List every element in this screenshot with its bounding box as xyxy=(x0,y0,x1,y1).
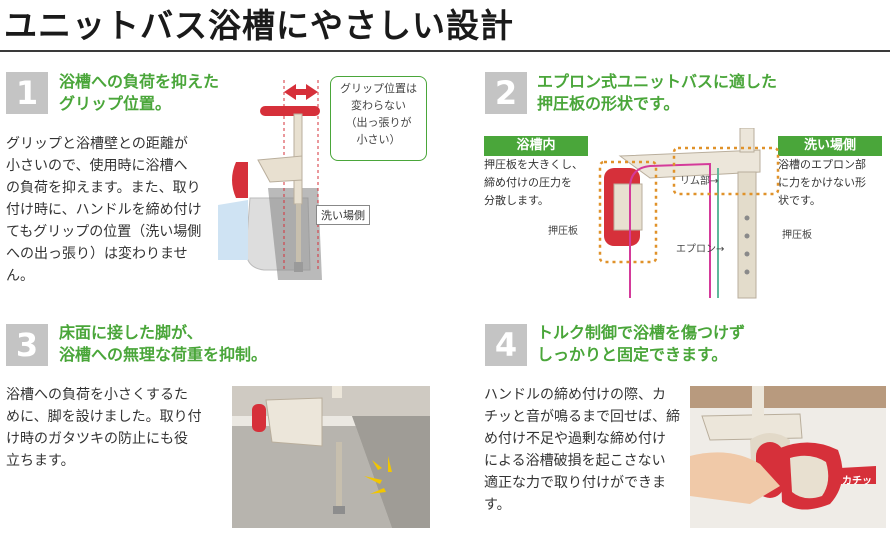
section-2-left-text-line: 分散します。 xyxy=(484,194,549,207)
section-3-body: 浴槽への負荷を小さくするた めに、脚を設けました。取り付 け時のガタツキの防止に… xyxy=(6,384,218,472)
section-1-body-line: 小さいので、使用時に浴槽へ xyxy=(6,158,188,174)
section-1-body-line: 付け時に、ハンドルを締め付け xyxy=(6,202,202,218)
section-4-heading-line2: しっかりと固定できます。 xyxy=(537,345,728,364)
section-2-tub-inside-tag: 浴槽内 xyxy=(484,136,588,156)
section-1-body-line: グリップと浴槽壁との距離が xyxy=(6,136,188,152)
callout-line: （出っ張りが xyxy=(345,116,412,129)
section-1-heading-line2: グリップ位置。 xyxy=(59,94,172,113)
section-2-left-text-line: 締め付けの圧力を xyxy=(484,176,572,189)
section-3-photo xyxy=(232,386,430,528)
page-title: ユニットバス浴槽にやさしい設計 xyxy=(4,6,514,45)
section-1-heading-line1: 浴槽への負荷を抑えた xyxy=(59,72,220,91)
section-2-washing-side-tag: 洗い場側 xyxy=(778,136,882,156)
section-3-body-line: け時のガタツキの防止にも役 xyxy=(6,431,188,447)
section-2-heading-line1: エプロン式ユニットバスに適した xyxy=(537,72,778,91)
section-2-plate-label-right: 押圧板 xyxy=(782,230,812,241)
section-4-body-line: す。 xyxy=(484,497,511,513)
callout-line: 変わらない xyxy=(351,99,406,112)
highlight-box xyxy=(672,146,780,196)
grip-bar xyxy=(260,106,320,116)
section-2-left-text-line: 押圧板を大きくし、 xyxy=(484,158,583,171)
section-1-body-line: への出っ張り）は変わりませ xyxy=(6,246,188,262)
section-4-photo: カチッ xyxy=(690,386,886,528)
section-4-body-line: チッと音が鳴るまで回せば、締 xyxy=(484,409,680,425)
section-1-number: 1 xyxy=(6,72,48,114)
section-1-body: グリップと浴槽壁との距離が 小さいので、使用時に浴槽へ の負荷を抑えます。また、… xyxy=(6,133,214,287)
section-3-number: 3 xyxy=(6,324,48,366)
section-2-right-text-line: に力をかけない形 xyxy=(778,176,866,189)
section-2-apron-label: エプロン→ xyxy=(676,244,725,255)
section-4-heading-line1: トルク制御で浴槽を傷つけず xyxy=(537,323,746,342)
callout-line: 小さい） xyxy=(356,133,401,146)
highlight-box xyxy=(598,160,658,264)
section-2-number: 2 xyxy=(485,72,527,114)
section-3-body-line: 立ちます。 xyxy=(6,453,75,469)
double-arrow-icon xyxy=(284,84,318,100)
section-1-body-line: ん。 xyxy=(6,268,34,284)
section-4-body-line: ハンドルの締め付けの際、カ xyxy=(484,387,666,403)
section-1-body-line: てもグリップの位置（洗い場側 xyxy=(6,224,202,240)
section-2-plate-illustration xyxy=(598,128,780,299)
section-2-right-text: 浴槽のエプロン部 に力をかけない形 状です。 xyxy=(778,156,888,210)
section-4-body-line: による浴槽破損を起こさない xyxy=(484,453,666,469)
section-3-body-line: 浴槽への負荷を小さくするた xyxy=(6,387,188,403)
section-3-body-line: めに、脚を設けました。取り付 xyxy=(6,409,202,425)
callout-line: グリップ位置は xyxy=(340,82,417,95)
section-2-plate-label-left: 押圧板 xyxy=(548,226,578,237)
section-4-number: 4 xyxy=(485,324,527,366)
section-2-right-text-line: 浴槽のエプロン部 xyxy=(778,158,866,171)
section-1-grip-illustration xyxy=(218,80,322,280)
section-2-rim-label: リム部→ xyxy=(680,176,719,187)
section-1-body-line: の負荷を抑えます。また、取り xyxy=(6,180,201,196)
section-2-right-text-line: 状です。 xyxy=(778,194,821,207)
section-4-body-line: め付け不足や過剰な締め付け xyxy=(484,431,666,447)
section-3-heading-line2: 浴槽への無理な荷重を抑制。 xyxy=(59,345,268,364)
section-4-body-line: 適正な力で取り付けができま xyxy=(484,475,666,491)
section-2-heading-line2: 押圧板の形状です。 xyxy=(537,94,680,113)
section-3-heading-line1: 床面に接した脚が、 xyxy=(59,323,203,342)
section-1-washing-side-label: 洗い場側 xyxy=(316,205,370,225)
section-2-left-text: 押圧板を大きくし、 締め付けの圧力を 分散します。 xyxy=(484,156,604,210)
impact-burst-icon xyxy=(364,456,392,494)
title-divider xyxy=(0,50,890,52)
section-4-click-label: カチッ xyxy=(842,476,872,487)
section-4-body: ハンドルの締め付けの際、カ チッと音が鳴るまで回せば、締 め付け不足や過剰な締め… xyxy=(484,384,688,516)
section-1-callout: グリップ位置は 変わらない （出っ張りが 小さい） xyxy=(330,76,427,161)
